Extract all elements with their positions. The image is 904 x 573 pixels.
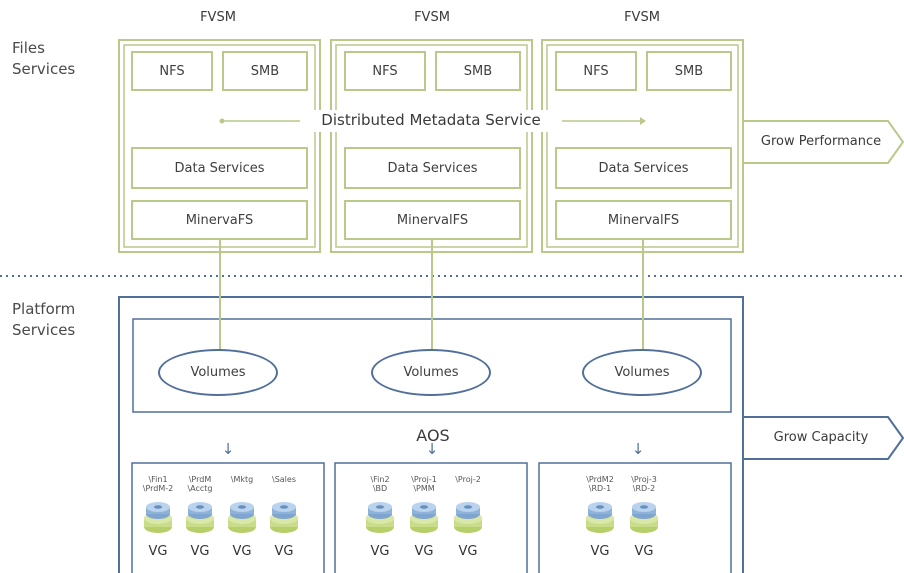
vg-label: VG [274,544,294,559]
filesystem-box-2: MinervalFS [344,200,521,240]
volume-oval-2: Volumes [371,349,491,396]
disk-stack-icon [410,502,438,533]
disk-stack-icon [454,502,482,533]
nfs-box-1: NFS [131,51,213,91]
disk-stack-icon [228,502,256,533]
vg-share-names: \Proj-2 [455,475,481,484]
files-services-label: Files Services [12,38,75,80]
vg-label: VG [590,544,610,559]
down-arrow-icon: ↓ [425,440,439,458]
vg-share-names: \Proj-1 \PMM [411,475,437,493]
filesystem-box-3: MinervalFS [555,200,732,240]
metadata-service-label: Distributed Metadata Service [300,111,562,129]
down-arrow-icon: ↓ [631,440,645,458]
vg-label: VG [634,544,654,559]
grow-performance-label: Grow Performance [760,134,882,149]
disk-stack-icon [186,502,214,533]
nfs-box-2: NFS [344,51,426,91]
platform-services-label: Platform Services [12,299,75,341]
vg-label: VG [232,544,252,559]
disk-stack-icon [270,502,298,533]
vg-group-1-frame [131,462,325,573]
files-services-line2: Services [12,60,76,78]
down-arrow-icon: ↓ [221,440,235,458]
smb-box-1: SMB [222,51,308,91]
vg-label: VG [148,544,168,559]
fvsm-label-2: FVSM [414,10,450,25]
vg-group-3-frame [538,462,732,573]
filesystem-box-1: MinervaFS [131,200,308,240]
disk-stack-icon [144,502,172,533]
smb-box-2: SMB [435,51,521,91]
files-services-line1: Files [12,39,45,57]
vg-label: VG [190,544,210,559]
vg-share-names: \Mktg [230,475,254,484]
volume-oval-3: Volumes [582,349,702,396]
disk-stack-icon [366,502,394,533]
grow-capacity-arrow-shape [742,416,904,460]
data-services-box-1: Data Services [131,147,308,189]
vg-share-names: \Fin2 \BD [370,475,390,493]
data-services-box-2: Data Services [344,147,521,189]
vg-share-names: \Sales [272,475,296,484]
vg-label: VG [458,544,478,559]
vg-group-2-frame [334,462,528,573]
fvsm-label-1: FVSM [200,10,236,25]
smb-box-3: SMB [646,51,732,91]
nfs-box-3: NFS [555,51,637,91]
grow-capacity-label: Grow Capacity [773,430,869,445]
platform-services-line2: Services [12,321,76,339]
disk-stack-icon [586,502,614,533]
vg-share-names: \PrdM2 \RD-1 [586,475,614,493]
volume-oval-1: Volumes [158,349,278,396]
vg-label: VG [414,544,434,559]
disk-stack-icon [630,502,658,533]
aos-label: AOS [416,426,450,445]
data-services-box-3: Data Services [555,147,732,189]
vg-share-names: \Fin1 \PrdM-2 [142,475,174,493]
grow-performance-arrow-shape [742,120,904,164]
vg-label: VG [370,544,390,559]
vg-share-names: \Proj-3 \RD-2 [631,475,657,493]
fvsm-label-3: FVSM [624,10,660,25]
vg-share-names: \PrdM \Acctg [187,475,213,493]
platform-services-line1: Platform [12,300,76,318]
